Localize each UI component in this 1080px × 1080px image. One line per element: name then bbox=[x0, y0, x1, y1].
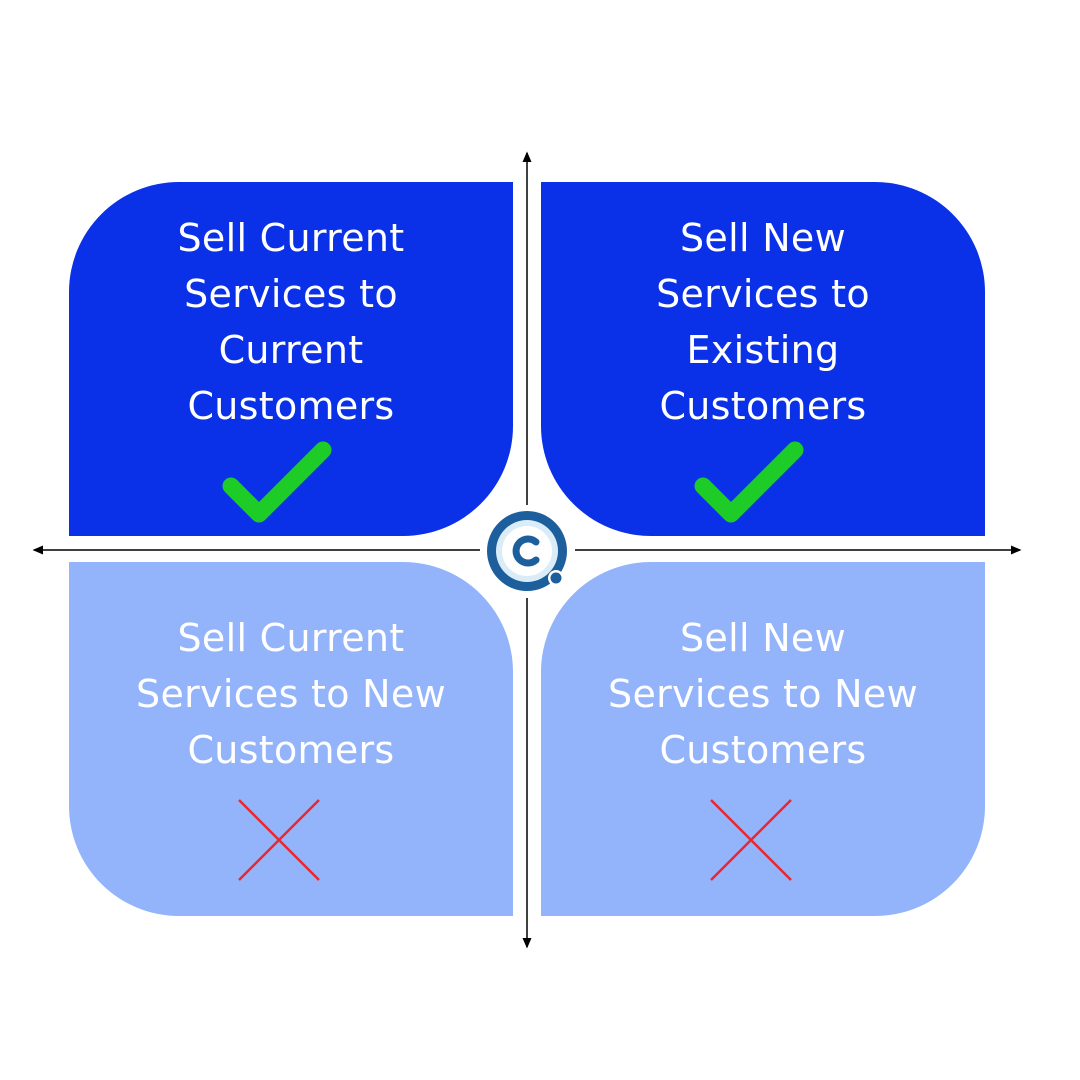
label-line: Existing bbox=[686, 328, 840, 372]
quadrant-top-right: Sell New Services to Existing Customers bbox=[541, 182, 985, 536]
check-icon bbox=[694, 441, 804, 523]
quadrant-bottom-left-label: Sell Current Services to New Customers bbox=[136, 610, 446, 778]
label-line: Customers bbox=[187, 728, 395, 772]
cross-icon bbox=[238, 799, 320, 881]
company-logo-icon bbox=[483, 507, 571, 595]
label-line: Sell New bbox=[680, 216, 846, 260]
quadrant-top-left: Sell Current Services to Current Custome… bbox=[69, 182, 513, 536]
cross-icon bbox=[710, 799, 792, 881]
quadrant-top-left-label: Sell Current Services to Current Custome… bbox=[177, 210, 404, 434]
label-line: Sell Current bbox=[177, 616, 405, 660]
label-line: Services to bbox=[184, 272, 398, 316]
quadrant-bottom-left: Sell Current Services to New Customers bbox=[69, 562, 513, 916]
label-line: Services to bbox=[656, 272, 870, 316]
label-line: Customers bbox=[187, 384, 395, 428]
label-line: Current bbox=[218, 328, 364, 372]
quadrant-bottom-right: Sell New Services to New Customers bbox=[541, 562, 985, 916]
label-line: Sell New bbox=[680, 616, 846, 660]
label-line: Customers bbox=[659, 728, 867, 772]
label-line: Services to New bbox=[136, 672, 446, 716]
label-line: Sell Current bbox=[177, 216, 405, 260]
label-line: Services to New bbox=[608, 672, 918, 716]
label-line: Customers bbox=[659, 384, 867, 428]
quadrant-bottom-right-label: Sell New Services to New Customers bbox=[608, 610, 918, 778]
quadrant-top-right-label: Sell New Services to Existing Customers bbox=[656, 210, 870, 434]
check-icon bbox=[222, 441, 332, 523]
